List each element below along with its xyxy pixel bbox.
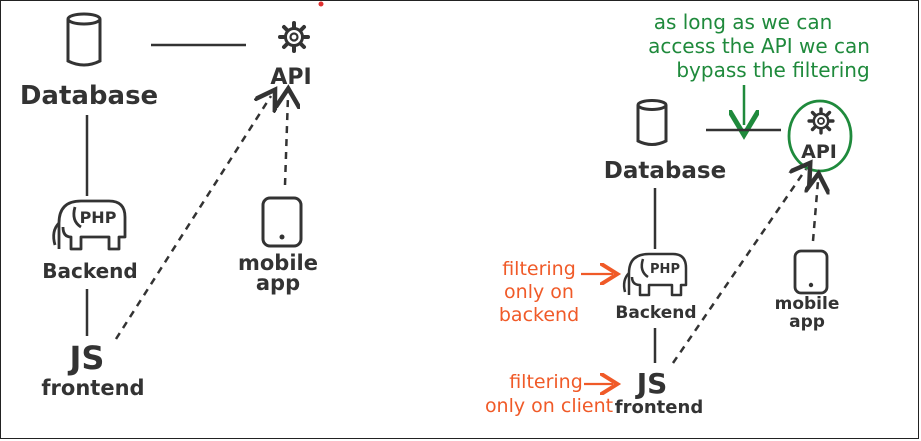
right-frontend-note: filtering only on client	[485, 371, 613, 417]
left-database-icon	[66, 12, 102, 67]
right-php-elephant-icon	[622, 252, 688, 297]
left-api-gear-icon	[278, 21, 310, 53]
svg-text:as long as we can: as long as we can	[654, 10, 833, 34]
right-api-note: as long as we can access the API we can …	[648, 10, 870, 82]
svg-text:only on: only on	[504, 281, 574, 303]
left-api-label: API	[270, 65, 311, 90]
svg-text:filtering: filtering	[509, 371, 583, 393]
left-backend-label: Backend	[42, 259, 137, 283]
right-frontend-label: frontend	[615, 397, 703, 418]
svg-text:bypass the filtering: bypass the filtering	[676, 58, 869, 82]
left-mobile-button	[279, 234, 285, 240]
left-mobile-label-2: app	[256, 271, 300, 295]
svg-text:filtering: filtering	[502, 258, 576, 280]
right-frontend-api-arrow	[671, 169, 806, 364]
right-diagram: as long as we can access the API we can …	[485, 10, 870, 418]
right-mobile-label-2: app	[789, 312, 825, 332]
svg-text:only on client: only on client	[485, 395, 613, 417]
svg-text:access the API we can: access the API we can	[648, 34, 870, 58]
right-mobile-button	[808, 282, 814, 288]
left-php-elephant-icon	[52, 199, 127, 251]
right-database-icon	[636, 99, 668, 146]
red-dot	[318, 1, 324, 7]
right-database-label: Database	[604, 158, 726, 184]
left-php-text: PHP	[80, 208, 117, 227]
left-frontend-label: frontend	[41, 376, 144, 400]
right-mobile-api-arrow	[813, 181, 818, 242]
left-mobile-api-arrow	[285, 96, 288, 186]
right-js-text: JS	[635, 367, 668, 400]
right-api-gear-icon	[807, 107, 835, 135]
right-backend-label: Backend	[615, 303, 696, 323]
left-mobile-label-1: mobile	[238, 251, 318, 275]
svg-text:backend: backend	[499, 304, 579, 326]
left-database-label: Database	[20, 81, 158, 111]
right-mobile-icon	[793, 249, 829, 295]
right-php-text: PHP	[650, 262, 680, 277]
right-backend-note: filtering only on backend	[499, 258, 579, 326]
left-js-text: JS	[68, 339, 105, 377]
left-frontend-api-arrow	[114, 96, 271, 340]
right-api-label: API	[801, 141, 837, 163]
right-mobile-label-1: mobile	[775, 294, 840, 314]
left-diagram: Database API PHP Backend JS frontend mob…	[20, 12, 318, 400]
left-mobile-icon	[261, 196, 303, 248]
